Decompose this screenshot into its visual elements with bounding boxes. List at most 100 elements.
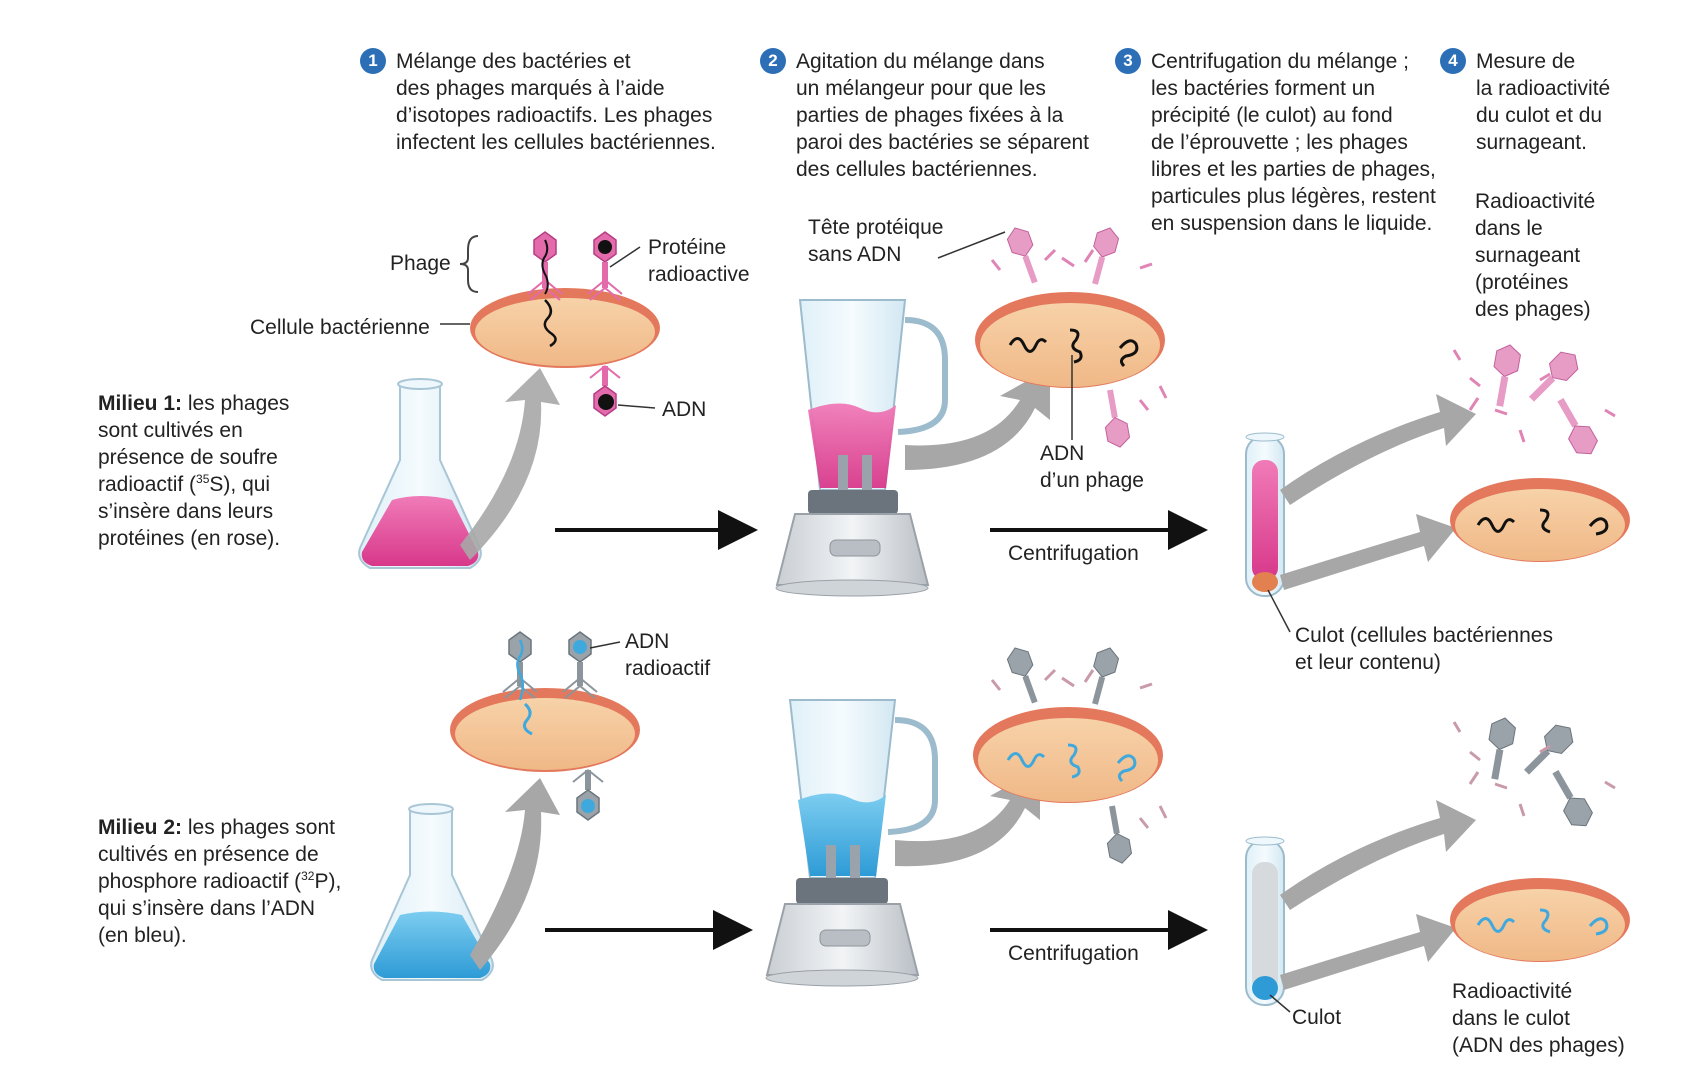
tube-pink bbox=[1245, 432, 1285, 597]
label-culot-cellules: Culot (cellules bactériennes et leur con… bbox=[1295, 622, 1553, 676]
label-cellule-bacterienne: Cellule bactérienne bbox=[250, 316, 430, 339]
arrow-to-surnageant-2 bbox=[1280, 800, 1476, 910]
phage-gray-3-bottom bbox=[572, 769, 604, 821]
result-cell-2 bbox=[1450, 878, 1630, 962]
isotope-symbol: P), bbox=[314, 870, 342, 893]
phage-gray-2 bbox=[562, 631, 598, 699]
isotope-mass: 32 bbox=[301, 869, 315, 883]
label-line: radioactive bbox=[648, 263, 750, 286]
leader-adn bbox=[617, 404, 656, 409]
phage-brace bbox=[459, 235, 479, 293]
leader-tete bbox=[937, 231, 1006, 259]
step-1-line: des phages marqués à l’aide bbox=[396, 77, 665, 100]
label-line: Radioactivité bbox=[1475, 190, 1596, 213]
label-culot: Culot bbox=[1292, 1006, 1342, 1029]
phage-gray-1 bbox=[502, 631, 538, 701]
milieu-2-description: Milieu 2: les phages sont cultivés en pr… bbox=[98, 814, 378, 949]
milieu-2-line: phosphore radioactif ( bbox=[98, 870, 302, 893]
isotope-symbol: S), qui bbox=[209, 473, 271, 496]
label-line: Culot (cellules bactériennes bbox=[1295, 624, 1553, 647]
bacterial-cell-3 bbox=[450, 688, 640, 772]
label-radio-culot: Radioactivité dans le culot (ADN des pha… bbox=[1452, 978, 1625, 1059]
label-line: Tête protéique bbox=[808, 216, 944, 239]
flask-blue bbox=[370, 803, 494, 981]
label-centrifugation-1: Centrifugation bbox=[1008, 542, 1139, 565]
label-line: ADN bbox=[1040, 442, 1085, 465]
milieu-2-title: Milieu 2: bbox=[98, 816, 183, 839]
step-3-line: de l’éprouvette ; les phages bbox=[1151, 131, 1408, 154]
label-adn-phage: ADN d’un phage bbox=[1040, 440, 1144, 494]
bacterial-cell-2 bbox=[975, 292, 1165, 388]
milieu-1-line: présence de soufre bbox=[98, 446, 278, 469]
milieu-2-line: cultivés en présence de bbox=[98, 843, 319, 866]
empty-phages-row1 bbox=[990, 227, 1168, 448]
leader-adn-radio bbox=[589, 641, 621, 649]
surnageant-phages-gray bbox=[1452, 717, 1616, 827]
label-line: (protéines bbox=[1475, 271, 1569, 294]
label-line: surnageant bbox=[1475, 244, 1581, 267]
step-2-line: paroi des bactéries se séparent bbox=[796, 131, 1090, 154]
phage-pink-1 bbox=[527, 231, 563, 301]
empty-phages-row2 bbox=[990, 647, 1168, 864]
step-3-text: Centrifugation du mélange ; les bactérie… bbox=[1151, 48, 1436, 237]
curved-arrow-2b bbox=[895, 768, 1040, 867]
step-3-line: particules plus légères, restent bbox=[1151, 185, 1436, 208]
flask-pink bbox=[358, 378, 482, 569]
arrow-to-culot-1 bbox=[1280, 514, 1456, 590]
step-2-line: des cellules bactériennes. bbox=[796, 158, 1038, 181]
milieu-1-description: Milieu 1: les phages sont cultivés en pr… bbox=[98, 390, 338, 552]
arrow-to-surnageant-1 bbox=[1280, 394, 1476, 505]
step-2-badge: 2 bbox=[760, 48, 786, 74]
label-tete-proteique: Tête protéique sans ADN bbox=[808, 214, 943, 268]
step-4-line: Mesure de bbox=[1476, 50, 1576, 73]
blender-blue bbox=[765, 699, 938, 987]
blender-pink bbox=[775, 299, 948, 597]
label-line: d’un phage bbox=[1040, 469, 1144, 492]
label-line: radioactif bbox=[625, 657, 711, 680]
label-line: Radioactivité bbox=[1452, 980, 1573, 1003]
arrow-to-culot-2 bbox=[1280, 914, 1456, 990]
label-adn: ADN bbox=[662, 398, 707, 421]
milieu-1-title: Milieu 1: bbox=[98, 392, 183, 415]
step-3-line: précipité (le culot) au fond bbox=[1151, 104, 1393, 127]
bacterial-cell-1 bbox=[470, 288, 660, 368]
label-line: dans le bbox=[1475, 217, 1543, 240]
milieu-1-line: sont cultivés en bbox=[98, 419, 243, 442]
milieu-2-line: (en bleu). bbox=[98, 924, 187, 947]
step-1-badge: 1 bbox=[360, 48, 386, 74]
label-centrifugation-2: Centrifugation bbox=[1008, 942, 1139, 965]
label-line: des phages) bbox=[1475, 298, 1591, 321]
milieu-2-line: qui s’insère dans l’ADN bbox=[98, 897, 316, 920]
label-line: et leur contenu) bbox=[1295, 651, 1441, 674]
label-proteine-radioactive: Protéine radioactive bbox=[648, 234, 750, 288]
label-adn-radioactif: ADN radioactif bbox=[625, 628, 710, 682]
step-3-line: Centrifugation du mélange ; bbox=[1151, 50, 1409, 73]
result-cell-1 bbox=[1450, 478, 1630, 562]
milieu-1-line: s’insère dans leurs bbox=[98, 500, 274, 523]
curved-arrow-2a bbox=[905, 368, 1050, 470]
milieu-1-text: les phages bbox=[182, 392, 290, 415]
step-4-line: du culot et du bbox=[1476, 104, 1603, 127]
leader-proteine bbox=[609, 246, 641, 268]
leader-culot-full bbox=[1267, 589, 1291, 633]
bacterial-cell-4 bbox=[973, 707, 1163, 803]
step-2-line: Agitation du mélange dans bbox=[796, 50, 1045, 73]
milieu-1-line: radioactif ( bbox=[98, 473, 197, 496]
step-2-line: parties de phages fixées à la bbox=[796, 104, 1064, 127]
curved-arrow-1a bbox=[460, 368, 560, 560]
step-4-badge: 4 bbox=[1440, 48, 1466, 74]
step-4-text: Mesure de la radioactivité du culot et d… bbox=[1476, 48, 1610, 156]
step-3-line: libres et les parties de phages, bbox=[1151, 158, 1436, 181]
label-line: dans le culot bbox=[1452, 1007, 1570, 1030]
step-1-text: Mélange des bactéries et des phages marq… bbox=[396, 48, 716, 156]
step-4-line: la radioactivité bbox=[1476, 77, 1611, 100]
step-2-text: Agitation du mélange dans un mélangeur p… bbox=[796, 48, 1089, 183]
phage-pink-2 bbox=[587, 231, 623, 301]
label-line: ADN bbox=[625, 630, 670, 653]
step-3-line: les bactéries forment un bbox=[1151, 77, 1376, 100]
step-3-line: en suspension dans le liquide. bbox=[1151, 212, 1433, 235]
step-2-line: un mélangeur pour que les bbox=[796, 77, 1046, 100]
label-line: Protéine bbox=[648, 236, 727, 259]
label-radio-surnageant: Radioactivité dans le surnageant (protéi… bbox=[1475, 188, 1595, 323]
